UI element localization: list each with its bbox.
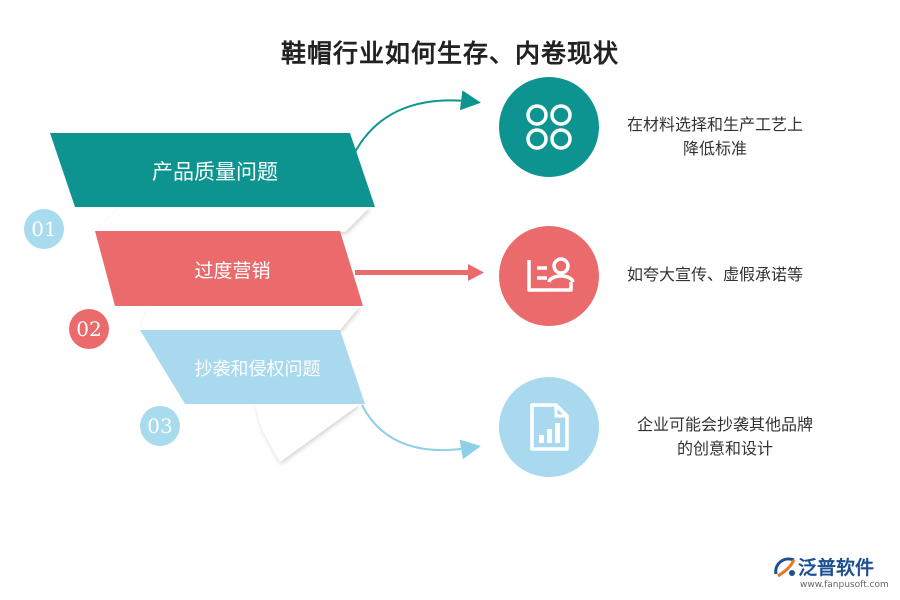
description-3-line-2: 的创意和设计 [676,439,773,458]
band-2 [95,231,363,306]
number-badge-2: 02 [69,309,109,349]
fold-1 [95,207,370,232]
band-label-3: 抄袭和侵权问题 [194,359,321,380]
logo-url: www.fanpusoft.com [800,580,889,590]
icon-circle-3 [499,377,599,477]
band-1 [50,133,375,207]
arrow-1 [351,90,481,159]
description-1-line-1: 在材料选择和生产工艺上 [626,115,803,134]
icon-circle-1 [499,77,599,177]
arrow-3 [361,404,481,460]
description-3: 企业可能会抄袭其他品牌 的创意和设计 [615,413,835,461]
four-circles-icon [526,104,572,150]
logo-name: 泛普软件 [798,557,875,579]
logo-swirl-icon [774,557,796,578]
document-chart-icon [530,403,569,451]
band-label-2: 过度营销 [194,260,271,282]
fold-2 [140,306,360,330]
band-label-1: 产品质量问题 [152,160,278,184]
arrow-2-shaft [355,270,470,275]
fold-3 [255,404,360,462]
description-2: 如夸大宣传、虚假承诺等 [605,263,825,287]
number-badge-1: 01 [24,209,64,249]
number-badge-3: 03 [140,406,180,446]
band-3 [140,330,365,404]
description-1: 在材料选择和生产工艺上 降低标准 [605,113,825,161]
description-2-line-1: 如夸大宣传、虚假承诺等 [626,265,803,284]
brand-logo: 泛普软件 www.fanpusoft.com [772,553,896,597]
arrow-2-head [468,264,484,281]
page-title: 鞋帽行业如何生存、内卷现状 [280,39,619,68]
id-card-icon [527,257,575,292]
icon-circle-2 [499,226,599,326]
description-1-line-2: 降低标准 [682,139,747,158]
description-3-line-1: 企业可能会抄袭其他品牌 [636,415,813,434]
